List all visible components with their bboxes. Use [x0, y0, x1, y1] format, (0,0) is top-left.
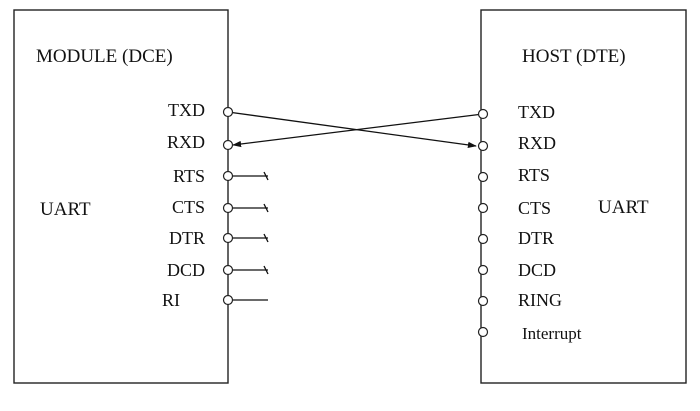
- host-pin-label-txd: TXD: [518, 102, 555, 122]
- module-pin-dtr: [222, 232, 234, 244]
- host-pin-label-cts: CTS: [518, 198, 551, 218]
- host-pin-label-ring: RING: [518, 290, 562, 310]
- host-pin-dtr: [477, 233, 489, 245]
- module-dtr-no-connect-mark: [263, 233, 269, 243]
- module-rts-no-connect-mark: [263, 171, 269, 181]
- module-cts-no-connect-mark: [263, 203, 269, 213]
- module-uart-label: UART: [40, 199, 91, 220]
- host-pin-dcd: [477, 264, 489, 276]
- module-pin-label-rts: RTS: [173, 166, 205, 186]
- host-pin-label-rts: RTS: [518, 165, 550, 185]
- host-pin-label-rxd: RXD: [518, 133, 556, 153]
- module-box: MODULE (DCE) UART TXD RXD RTS CTS DTR DC…: [13, 9, 229, 384]
- module-pin-label-rxd: RXD: [167, 132, 205, 152]
- host-txd-to-module-rxd-arrow: [232, 113, 484, 148]
- module-pin-label-txd: TXD: [168, 100, 205, 120]
- host-box: HOST (DTE) UART TXD RXD RTS CTS DTR DCD …: [480, 9, 687, 384]
- host-pin-interrupt: [477, 326, 489, 338]
- module-pin-dcd: [222, 264, 234, 276]
- module-pin-rts: [222, 170, 234, 182]
- module-txd-to-host-rxd-arrow: [227, 111, 477, 149]
- module-pin-txd: [222, 106, 234, 118]
- module-pin-label-ri: RI: [162, 290, 180, 310]
- host-pin-label-dcd: DCD: [518, 260, 556, 280]
- host-pin-txd: [477, 108, 489, 120]
- module-dcd-no-connect-mark: [263, 265, 269, 275]
- host-frame: [480, 9, 687, 384]
- module-pin-cts: [222, 202, 234, 214]
- host-pin-label-dtr: DTR: [518, 228, 554, 248]
- host-title: HOST (DTE): [522, 46, 626, 67]
- host-pin-cts: [477, 202, 489, 214]
- host-uart-label: UART: [598, 197, 649, 218]
- module-pin-rxd: [222, 139, 234, 151]
- host-pin-ring: [477, 295, 489, 307]
- host-pin-label-interrupt: Interrupt: [522, 324, 582, 343]
- module-title: MODULE (DCE): [36, 46, 173, 67]
- module-pin-ri: [222, 294, 234, 306]
- module-pin-label-cts: CTS: [172, 197, 205, 217]
- module-pin-label-dcd: DCD: [167, 260, 205, 280]
- host-pin-rts: [477, 171, 489, 183]
- module-frame: [13, 9, 229, 384]
- module-pin-label-dtr: DTR: [169, 228, 205, 248]
- host-pin-rxd: [477, 140, 489, 152]
